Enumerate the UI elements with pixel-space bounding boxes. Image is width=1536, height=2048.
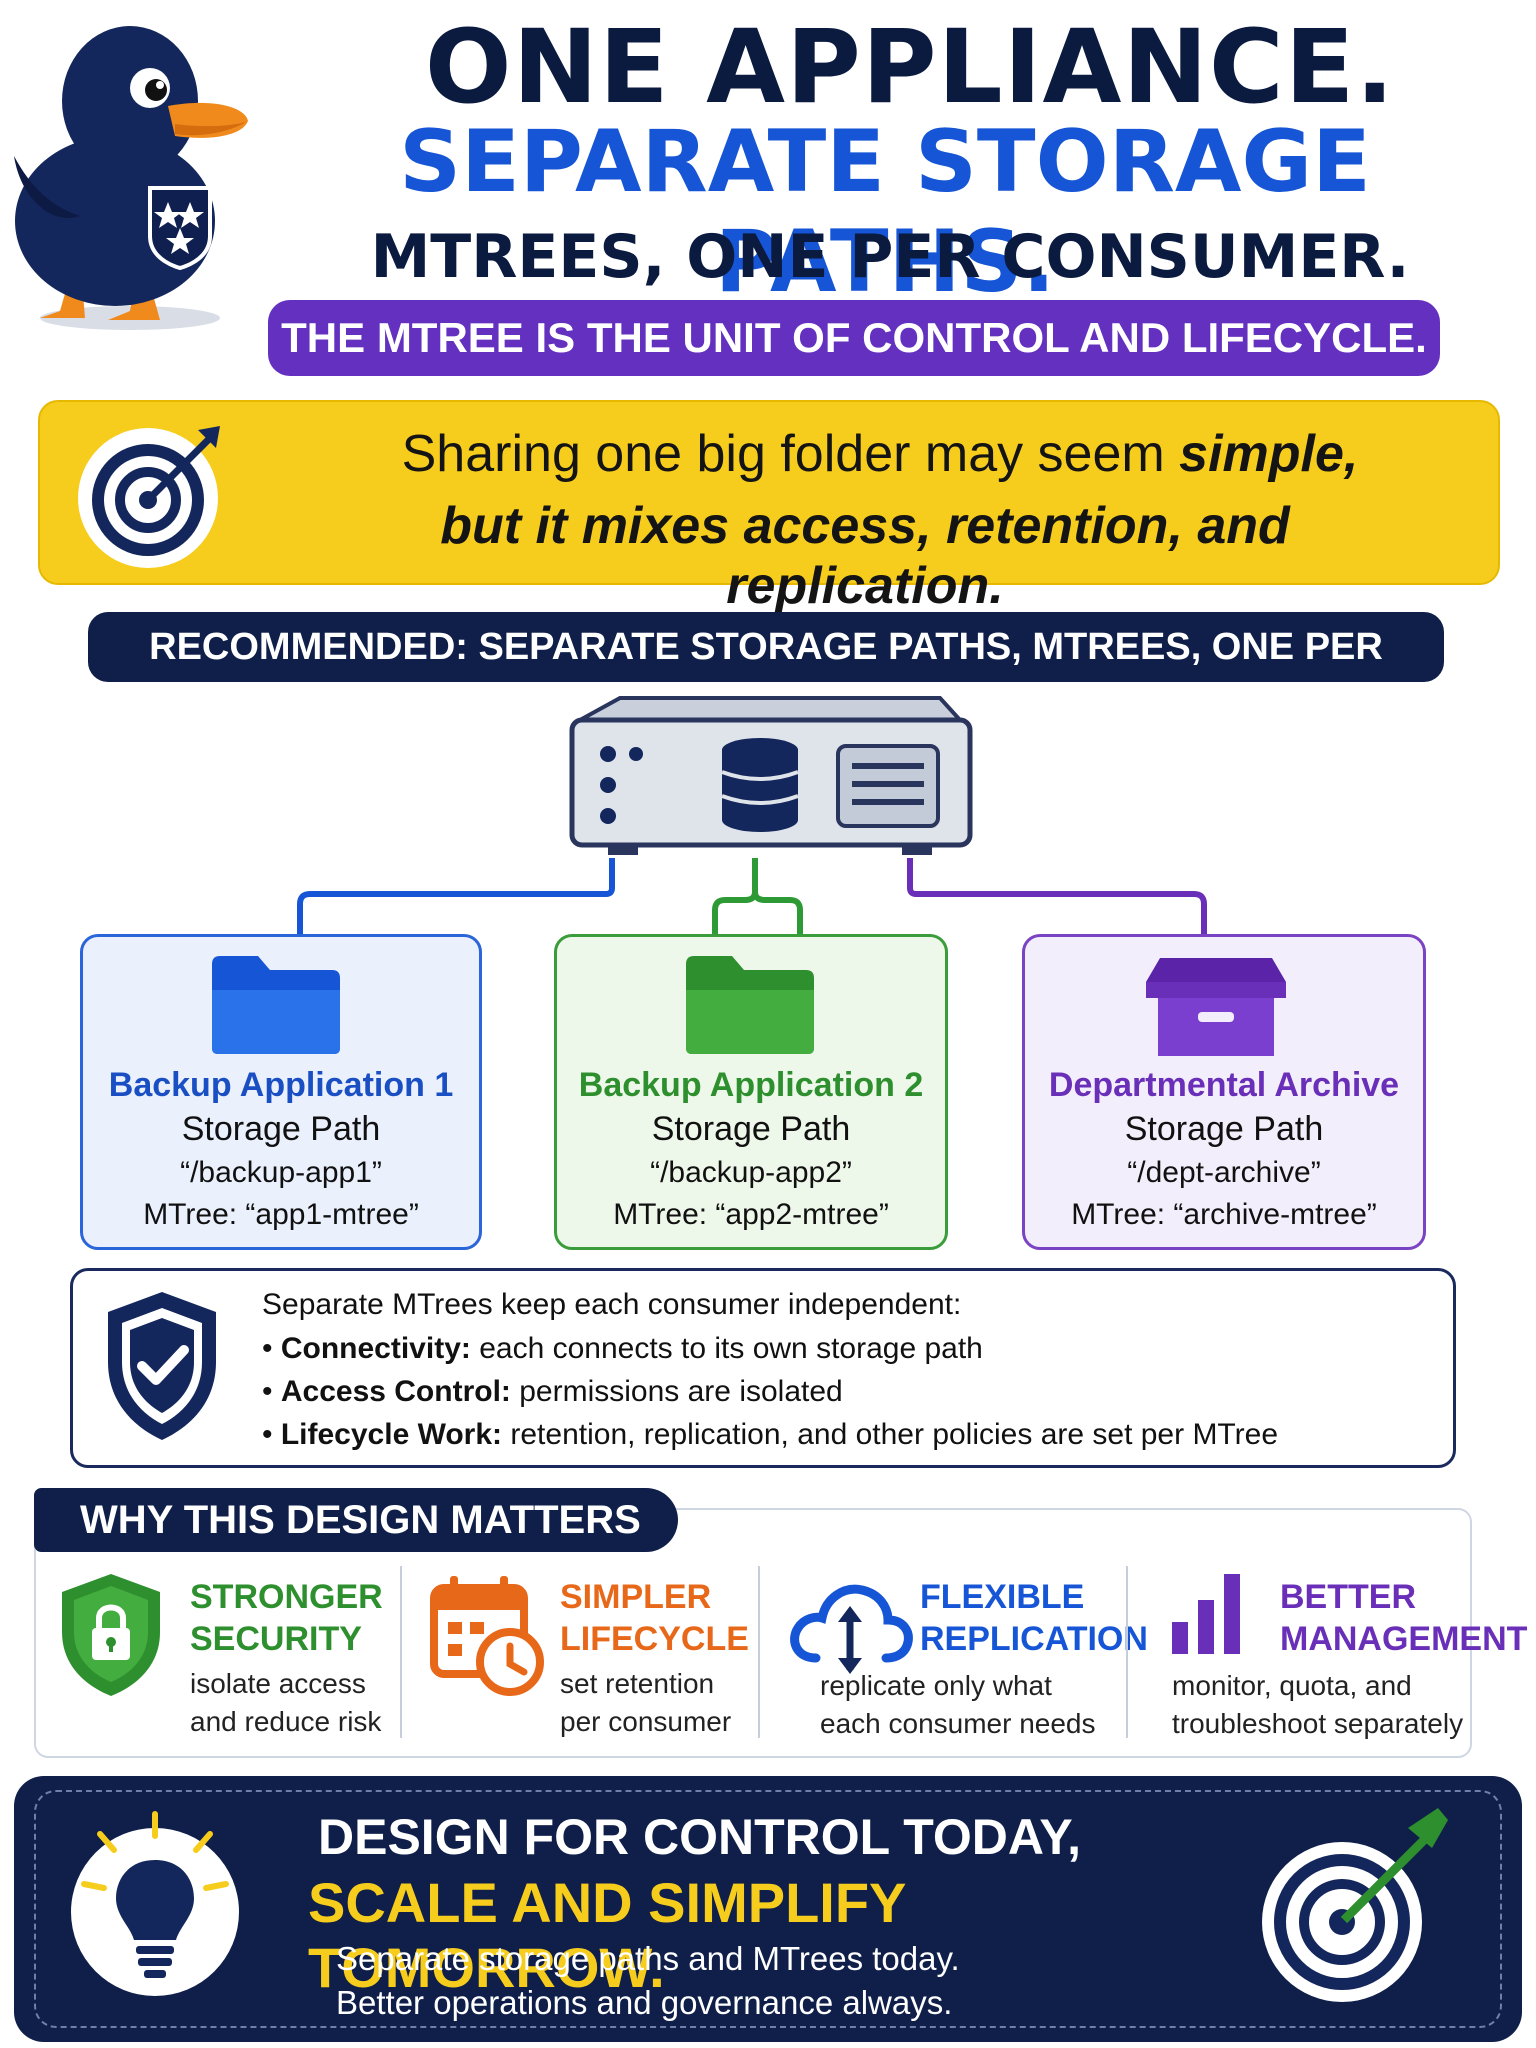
why-heading: WHY THIS DESIGN MATTERS [34,1488,678,1552]
why-title: SECURITY [190,1620,362,1658]
consumer-mtree: MTree: “archive-mtree” [1071,1198,1377,1231]
why-desc: isolate access [190,1668,366,1699]
bar-chart-icon [1168,1570,1248,1656]
why-desc: monitor, quota, and [1172,1670,1412,1701]
independence-item: • Access Control: permissions are isolat… [262,1375,843,1408]
recommended-label: RECOMMENDED: SEPARATE STORAGE PATHS, MTR… [88,612,1444,738]
shield-lock-icon [56,1570,166,1700]
consumer-subtitle: Storage Path [651,1110,851,1148]
title-line-3: MTREES, ONE PER CONSUMER. [370,222,1410,292]
shield-check-icon [100,1286,224,1446]
footer-line-1: DESIGN FOR CONTROL TODAY, [318,1809,1082,1865]
warning-box [38,400,1500,585]
divider [758,1566,760,1738]
why-title: STRONGER [190,1578,383,1616]
consumer-path: “/dept-archive” [1127,1156,1321,1189]
blue-folder-icon [206,950,346,1060]
consumer-mtree: MTree: “app2-mtree” [613,1198,889,1231]
footer-line-4: Better operations and governance always. [336,1984,953,2021]
why-title: SIMPLER [560,1578,712,1616]
why-desc: per consumer [560,1706,732,1737]
why-desc: troubleshoot separately [1172,1708,1464,1739]
why-title: REPLICATION [920,1620,1148,1658]
consumer-title: Backup Application 1 [108,1066,454,1104]
why-title: MANAGEMENT [1280,1620,1528,1658]
title-line-1: ONE APPLIANCE. [424,8,1396,127]
footer-line-2: SCALE AND SIMPLIFY TOMORROW. [308,1871,906,1999]
independence-item: • Lifecycle Work: retention, replication… [262,1418,1279,1451]
mtree-banner: THE MTREE IS THE UNIT OF CONTROL AND LIF… [268,300,1440,376]
warning-line-1: Sharing one big folder may seem simple, [401,425,1359,483]
why-desc: set retention [560,1668,715,1699]
cloud-sync-icon [786,1574,914,1674]
why-title: FLEXIBLE [920,1578,1085,1616]
divider [1126,1566,1128,1738]
storage-appliance-icon [560,690,980,860]
consumer-path: “/backup-app1” [180,1156,382,1189]
independence-box [70,1268,1456,1468]
calendar-clock-icon [428,1570,548,1698]
consumer-subtitle: Storage Path [181,1110,381,1148]
why-title: BETTER [1280,1578,1416,1616]
consumer-subtitle: Storage Path [1124,1110,1324,1148]
consumer-title: Departmental Archive [1048,1066,1400,1104]
footer-dashed-border [34,1790,1502,2028]
green-folder-icon [680,950,820,1060]
target-icon [70,420,230,570]
independence-item: • Connectivity: each connects to its own… [262,1332,983,1365]
independence-intro: Separate MTrees keep each consumer indep… [262,1288,962,1321]
purple-archive-box-icon [1136,952,1296,1060]
target-arrow-icon [1258,1798,1458,2018]
consumer-mtree: MTree: “app1-mtree” [143,1198,419,1231]
why-desc: each consumer needs [820,1708,1096,1739]
consumer-path: “/backup-app2” [650,1156,852,1189]
divider [400,1566,402,1738]
why-title: LIFECYCLE [560,1620,749,1658]
appliance-connectors [297,858,1207,934]
consumer-title: Backup Application 2 [578,1066,924,1104]
warning-line-2: but it mixes access, retention, and repl… [440,497,1290,615]
lightbulb-icon [60,1808,250,2008]
duck-mascot-icon [10,6,250,336]
why-desc: and reduce risk [190,1706,382,1737]
footer-line-3: Separate storage paths and MTrees today. [336,1940,960,1977]
why-desc: replicate only what [820,1670,1052,1701]
title-line-2: SEPARATE STORAGE PATHS. [399,112,1371,312]
